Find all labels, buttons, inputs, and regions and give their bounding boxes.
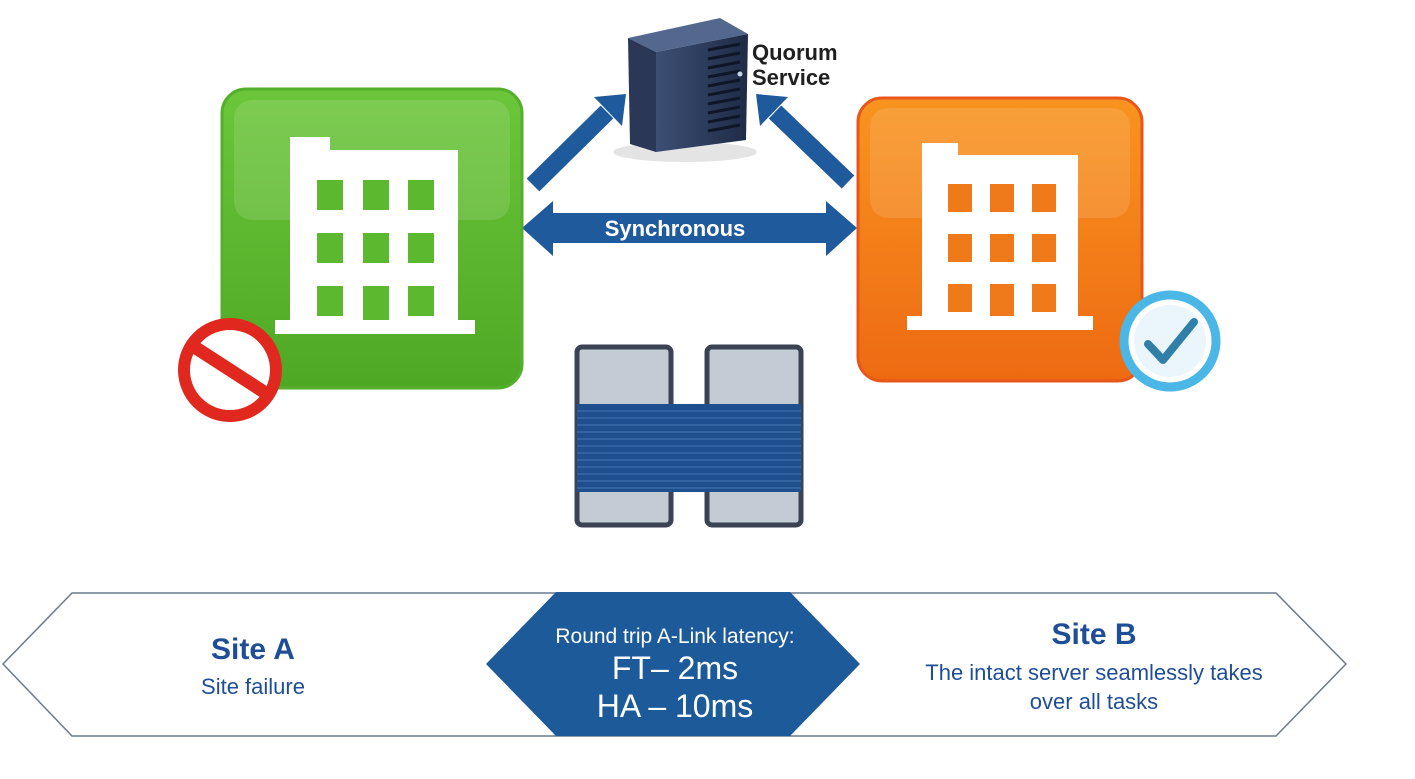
- arrow-site-b-to-quorum: [756, 94, 855, 189]
- site-b-title: Site B: [1051, 618, 1137, 651]
- info-bar: [1, 592, 1348, 737]
- latency-ft-value: FT– 2ms: [611, 650, 739, 686]
- quorum-service-label: Quorum Service: [752, 40, 838, 90]
- site-a-building-icon: [220, 87, 524, 390]
- latency-ha-value: HA – 10ms: [596, 688, 754, 724]
- site-a-description: Site failure: [201, 674, 305, 699]
- site-b-description: The intact server seamlessly takes over …: [925, 660, 1263, 714]
- quorum-label-line1: Quorum: [752, 40, 838, 65]
- synchronous-link-arrow: [522, 201, 857, 256]
- a-link-connector-icon: [574, 344, 804, 528]
- site-a-title: Site A: [211, 633, 295, 666]
- synchronous-label: Synchronous: [604, 216, 746, 241]
- arrow-site-a-to-quorum: [526, 94, 626, 192]
- site-b-building-icon: [856, 96, 1144, 383]
- prohibited-icon: [178, 318, 282, 422]
- latency-hexagon: [486, 592, 860, 736]
- quorum-server-icon: [613, 18, 757, 162]
- checkmark-icon: [1119, 290, 1221, 392]
- quorum-label-line2: Service: [752, 65, 831, 90]
- latency-title: Round trip A-Link latency:: [555, 625, 795, 648]
